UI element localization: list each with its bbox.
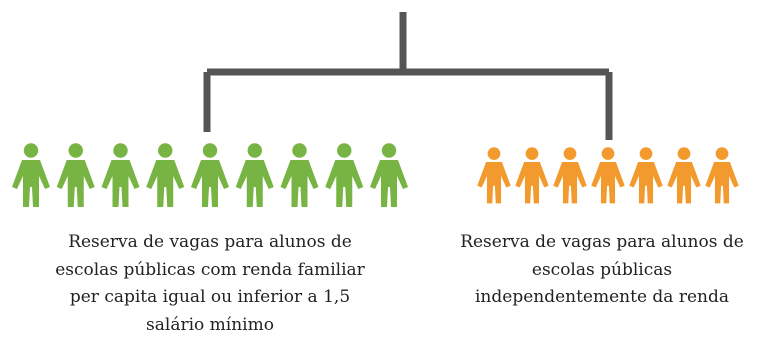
caption-line: escolas públicas (432, 257, 772, 285)
group-low-income-people (12, 143, 408, 207)
caption-line: escolas públicas com renda familiar (20, 257, 400, 285)
person-icon (281, 143, 319, 207)
caption-line: independentemente da renda (432, 284, 772, 312)
person-icon (102, 143, 140, 207)
person-icon (325, 143, 363, 207)
person-icon (553, 147, 586, 203)
person-icon (629, 147, 662, 203)
person-icon (57, 143, 95, 207)
tree-diagram (0, 0, 774, 230)
person-icon (370, 143, 408, 207)
person-icon (12, 143, 50, 207)
caption-low-income: Reserva de vagas para alunos de escolas … (20, 229, 400, 339)
caption-line: Reserva de vagas para alunos de (20, 229, 400, 257)
person-icon (236, 143, 274, 207)
person-icon (705, 147, 738, 203)
caption-independent: Reserva de vagas para alunos de escolas … (432, 229, 772, 312)
group-independent-people (477, 147, 738, 203)
person-icon (515, 147, 548, 203)
person-icon (667, 147, 700, 203)
person-icon (591, 147, 624, 203)
person-icon (191, 143, 229, 207)
person-icon (146, 143, 184, 207)
caption-line: per capita igual ou inferior a 1,5 (20, 284, 400, 312)
connector-lines (207, 12, 609, 140)
person-icon (477, 147, 510, 203)
caption-line: Reserva de vagas para alunos de (432, 229, 772, 257)
